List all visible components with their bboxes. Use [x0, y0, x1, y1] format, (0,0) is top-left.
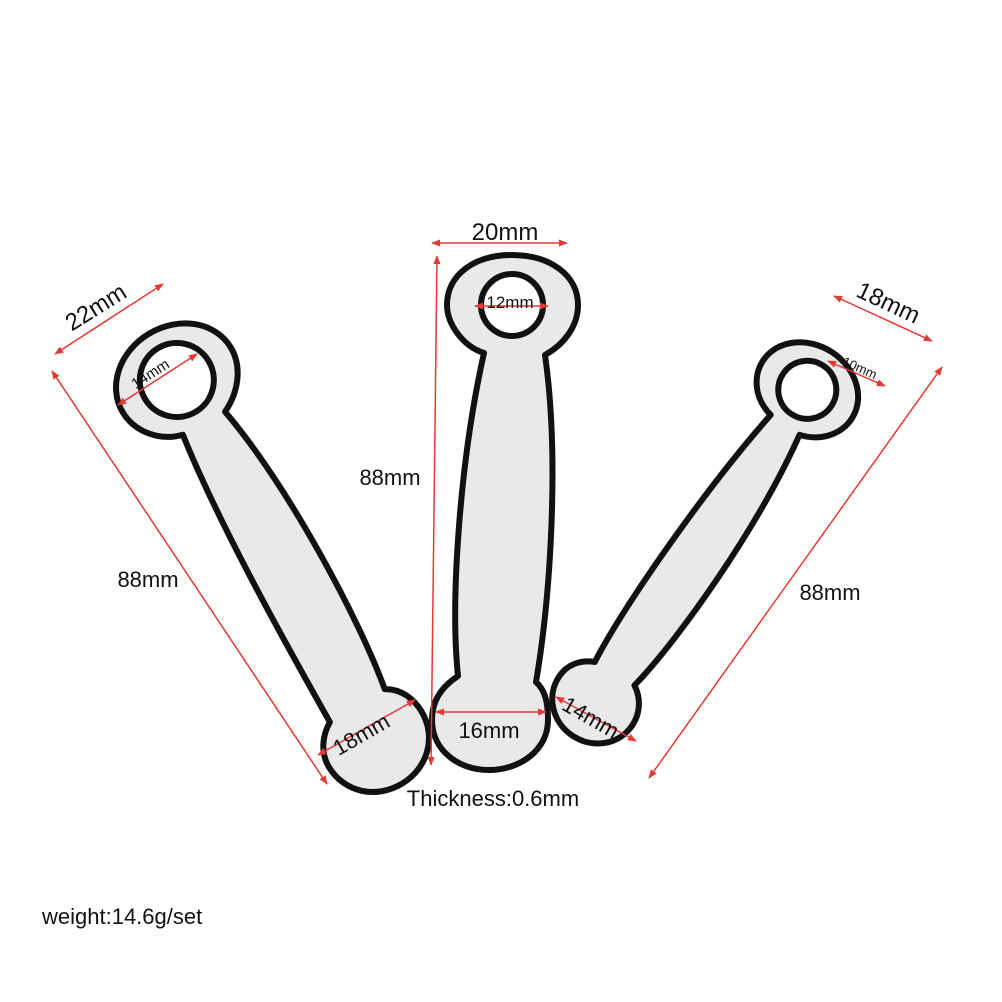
middle-length-dimension-line — [427, 255, 441, 766]
middle-hole-label: 12mm — [486, 293, 533, 312]
thickness-note: Thickness:0.6mm — [407, 786, 579, 811]
right-width-dimension-line — [833, 295, 933, 342]
left-length-dimension-line — [51, 370, 328, 785]
middle-width-label: 20mm — [472, 219, 539, 246]
left-width-dimension-line — [54, 283, 164, 355]
middle-length-label: 88mm — [359, 465, 420, 490]
right-length-dimension-line — [648, 366, 943, 779]
right-length-label: 88mm — [799, 580, 860, 605]
middle-end-label: 16mm — [458, 718, 519, 743]
weight-note: weight:14.6g/set — [41, 904, 202, 929]
left-length-label: 88mm — [117, 567, 178, 592]
left-end-dimension-line — [317, 699, 416, 756]
middle-part-body — [429, 252, 581, 773]
right-end-dimension-line — [555, 696, 637, 742]
